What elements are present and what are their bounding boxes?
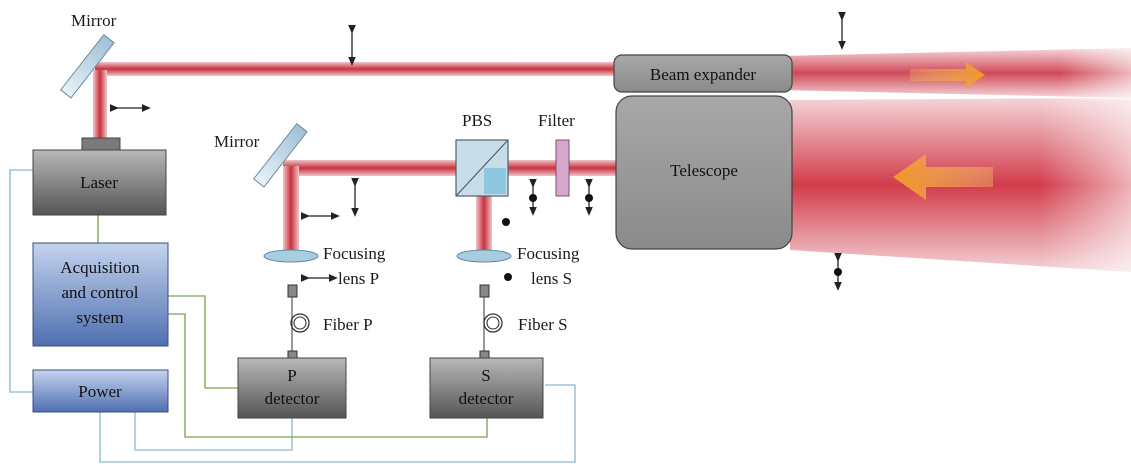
- acq-label-1: Acquisition: [60, 258, 140, 277]
- acq-label-3: system: [76, 308, 123, 327]
- telescope-box: [615, 95, 793, 250]
- power-wire-laser: [9, 169, 33, 393]
- top-mirror: [60, 34, 115, 99]
- middle-mirror-label: Mirror: [214, 132, 260, 151]
- pbs-cube: [455, 139, 509, 197]
- middle-mirror: [253, 123, 308, 188]
- polarization-mixed-1: [529, 178, 537, 216]
- fiber-s-label: Fiber S: [518, 315, 568, 334]
- s-detector-box: [429, 357, 544, 419]
- incoming-direction-arrow: [893, 154, 993, 200]
- power-label: Power: [78, 382, 122, 401]
- focusing-lens-p-label-2: lens P: [338, 269, 379, 288]
- outgoing-direction-arrow: [910, 62, 985, 88]
- p-detector-label-1: P: [287, 366, 296, 385]
- control-wire-s: [168, 313, 488, 438]
- fiber-coil-p: [290, 313, 310, 333]
- laser-output-port: [81, 137, 121, 152]
- telescope-label: Telescope: [670, 161, 738, 180]
- polarization-dot-s-2: [504, 273, 512, 281]
- s-detector-label-2: detector: [459, 389, 514, 408]
- beam-expander-label: Beam expander: [650, 65, 757, 84]
- top-mirror-label: Mirror: [71, 11, 117, 30]
- p-beam-vertical: [283, 166, 299, 252]
- focusing-lens-s-label-2: lens S: [531, 269, 572, 288]
- fiber-p-label: Fiber P: [323, 315, 373, 334]
- pbs-label: PBS: [462, 111, 492, 130]
- polarization-mixed-3: [834, 252, 842, 291]
- focusing-lens-s-label-1: Focusing: [517, 244, 580, 263]
- focusing-lens-s: [456, 249, 512, 263]
- beam-expander-box: [613, 54, 793, 93]
- polarization-dot-s-1: [502, 218, 510, 226]
- acq-label-2: and control: [62, 283, 139, 302]
- s-detector-label-1: S: [481, 366, 490, 385]
- laser-beam-vertical: [93, 70, 107, 140]
- top-beam: [95, 62, 620, 76]
- fiber-coil-s: [483, 313, 503, 333]
- polarization-mixed-2: [585, 178, 593, 216]
- power-box: [32, 369, 169, 413]
- acquisition-control-box: [32, 242, 169, 347]
- laser-box: [32, 149, 167, 216]
- power-wire-p: [134, 412, 293, 451]
- filter-label: Filter: [538, 111, 575, 130]
- focusing-lens-p: [263, 249, 319, 263]
- p-detector-label-2: detector: [265, 389, 320, 408]
- control-wire-p: [168, 295, 238, 389]
- p-detector-box: [237, 357, 347, 419]
- laser-label: Laser: [80, 173, 118, 192]
- power-wire-s: [99, 384, 576, 463]
- fiber-connector-s-top: [479, 284, 490, 298]
- fiber-connector-p-top: [287, 284, 298, 298]
- filter: [555, 139, 570, 197]
- receive-beam: [283, 160, 623, 176]
- focusing-lens-p-label-1: Focusing: [323, 244, 386, 263]
